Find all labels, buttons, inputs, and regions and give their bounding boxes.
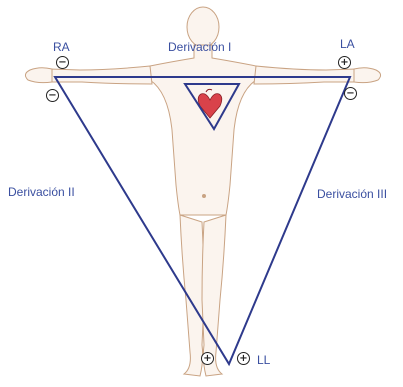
right-arm [254, 66, 356, 84]
lead-iii-label: Derivación III [317, 187, 387, 201]
la-electrode-inner: − [344, 87, 357, 100]
lead-ii-label: Derivación II [8, 185, 75, 199]
ra-label: RA [53, 40, 70, 54]
torso [150, 45, 256, 215]
ra-electrode-inner: − [46, 89, 59, 102]
left-arm [50, 66, 152, 84]
navel [203, 195, 206, 198]
la-label: LA [340, 37, 355, 51]
lead-i-label: Derivación I [168, 40, 231, 54]
ll-electrode-left: + [201, 352, 214, 365]
left-hand [25, 68, 52, 83]
la-electrode-outer: + [338, 56, 351, 69]
ra-electrode-outer: − [56, 56, 69, 69]
right-hand [354, 68, 381, 83]
ll-electrode-right: + [237, 352, 250, 365]
left-leg [180, 215, 204, 376]
ll-label: LL [257, 353, 270, 367]
